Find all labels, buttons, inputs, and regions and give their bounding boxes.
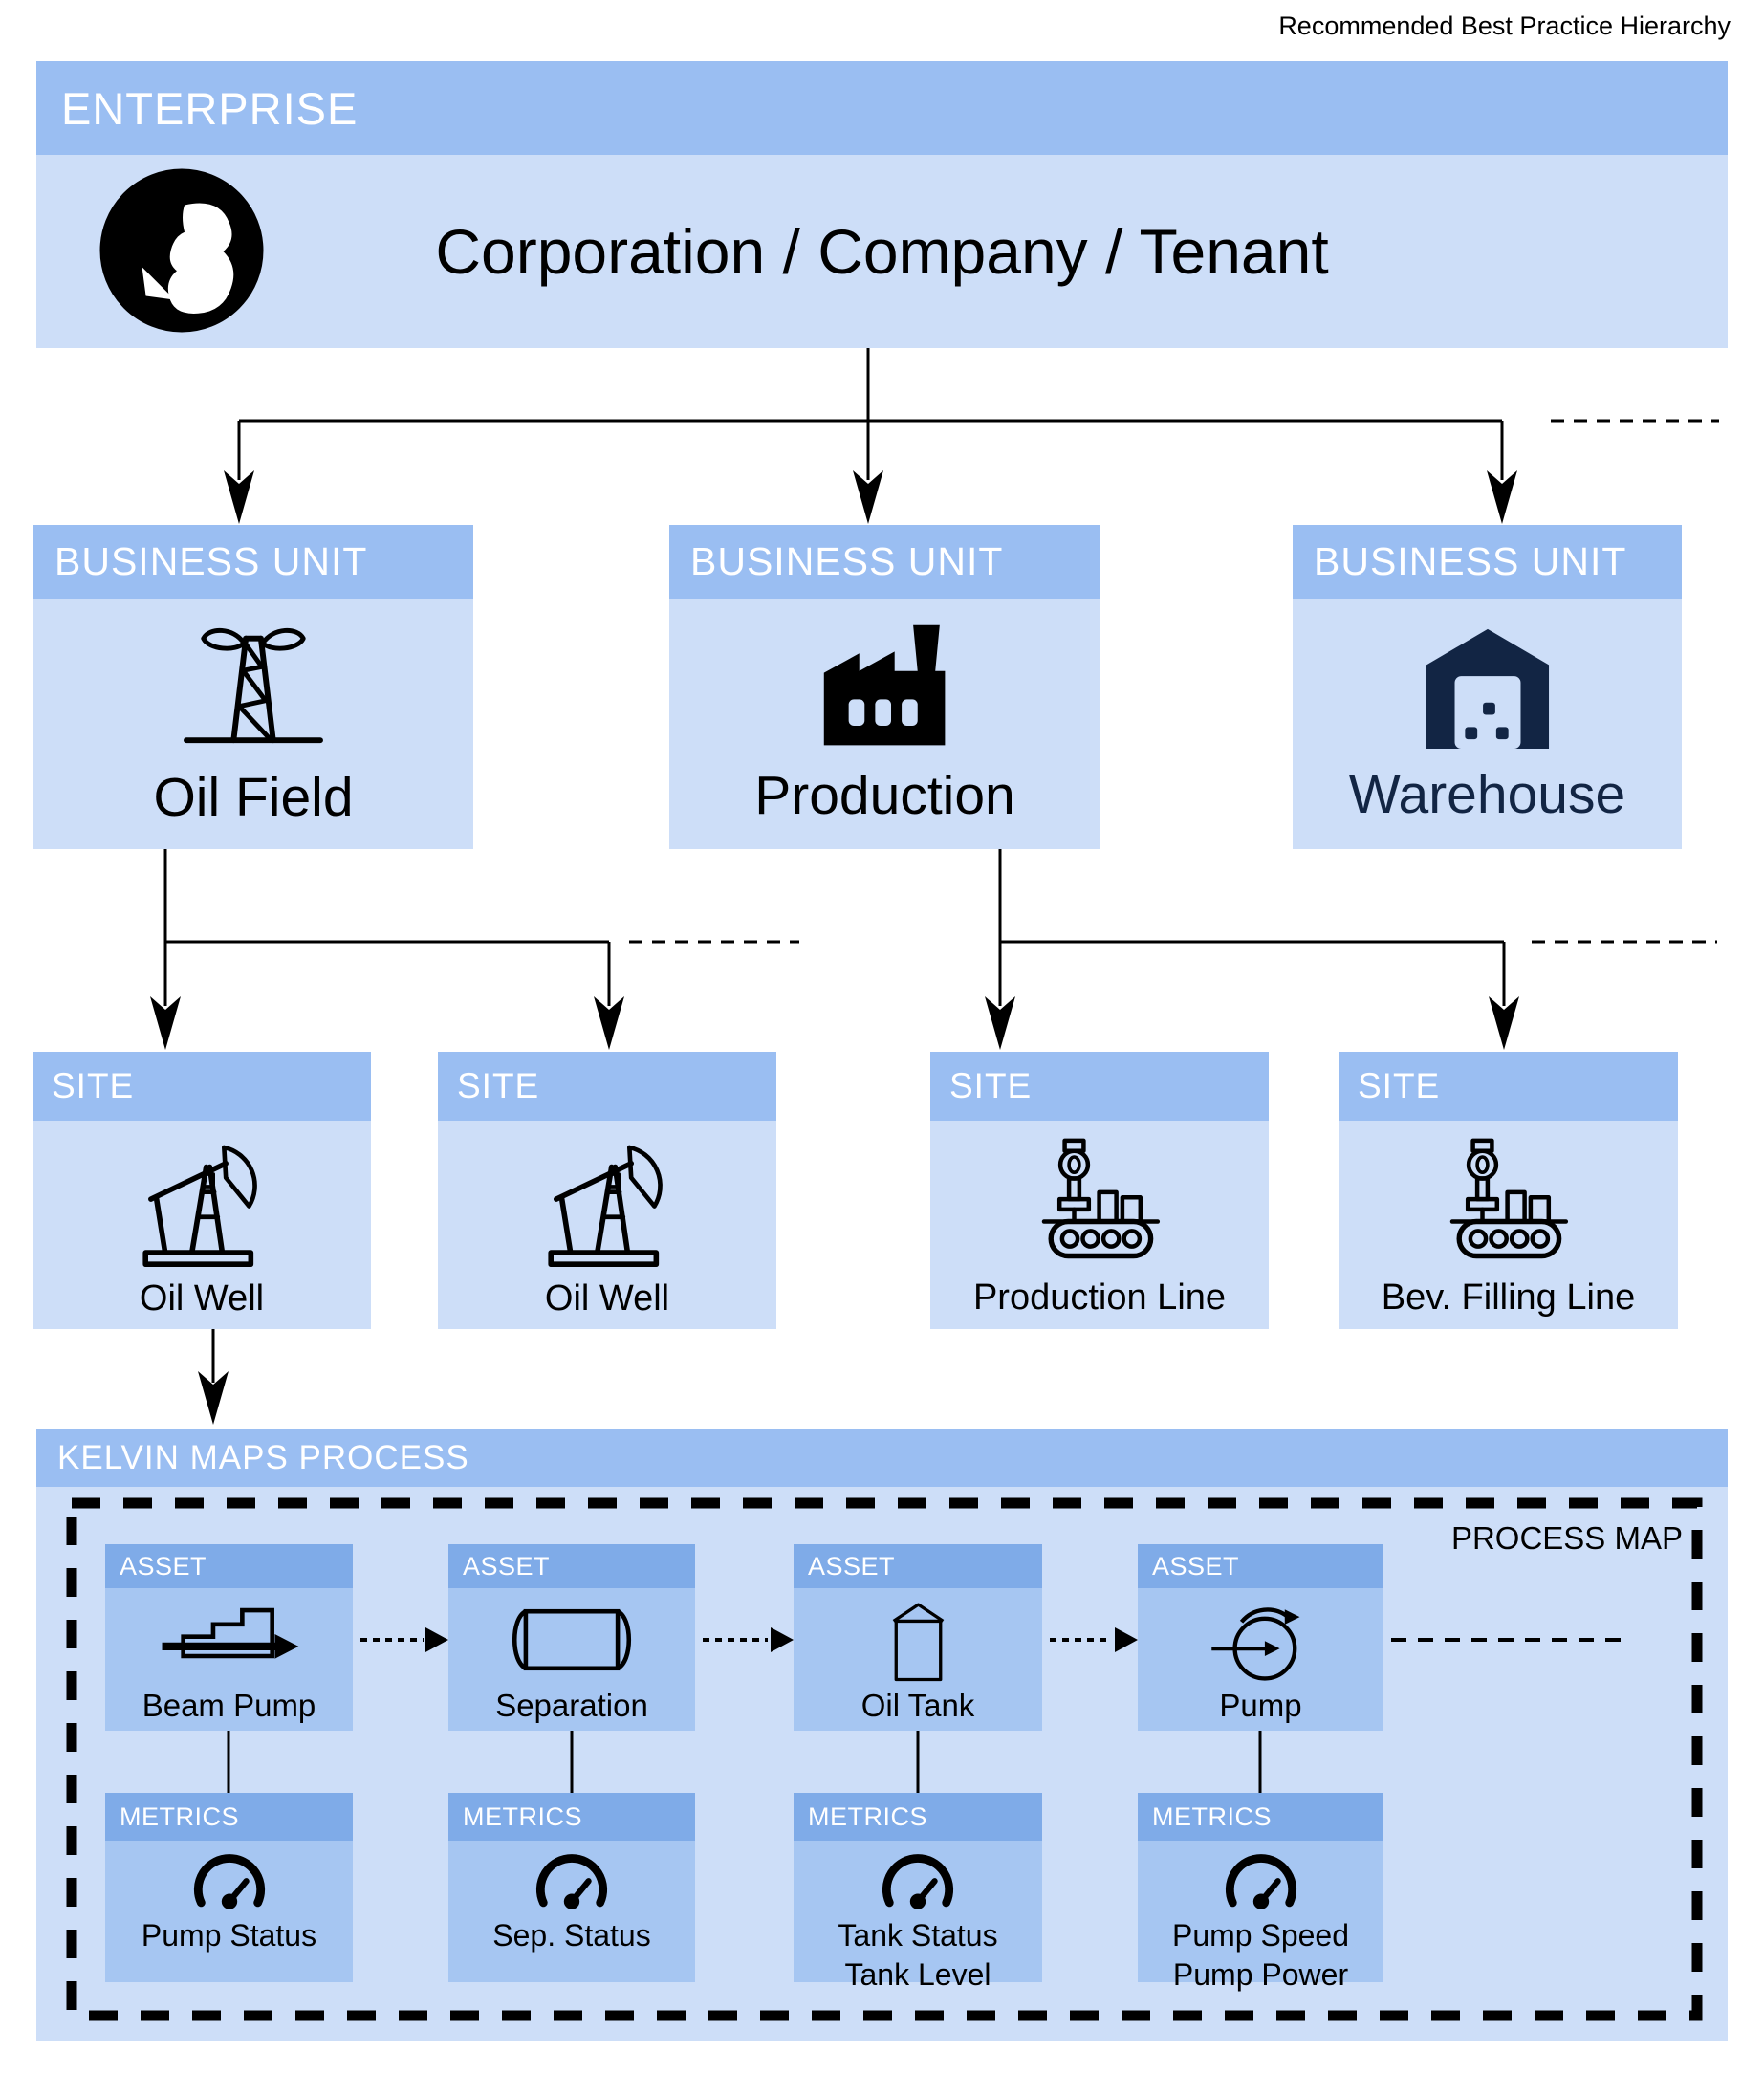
separator-icon: [504, 1596, 640, 1684]
metrics-header: METRICS: [1138, 1793, 1383, 1841]
metrics-box-pump-speed-power: METRICS Pump Speed Pump Power: [1138, 1793, 1383, 1992]
site-header: SITE: [33, 1052, 371, 1121]
metric-label: Pump Power: [1172, 1957, 1349, 1992]
site-header: SITE: [930, 1052, 1269, 1121]
site-header: SITE: [1339, 1052, 1678, 1121]
business-unit-label: Production: [754, 764, 1015, 826]
asset-label: Beam Pump: [142, 1687, 316, 1723]
metrics-header: METRICS: [105, 1793, 353, 1841]
factory-icon: [808, 622, 963, 754]
site-box-oil-well-2: SITE Oil Well: [438, 1052, 776, 1329]
asset-box-oil-tank: ASSET Oil Tank: [794, 1544, 1042, 1731]
robot-conveyor-icon: [1444, 1131, 1573, 1274]
business-unit-label: Oil Field: [153, 766, 354, 828]
metrics-box-sep-status: METRICS Sep. Status: [448, 1793, 695, 1982]
site-box-oil-well-1: SITE Oil Well: [33, 1052, 371, 1329]
asset-box-pump: ASSET Pump: [1138, 1544, 1383, 1731]
gauge-icon: [1219, 1848, 1303, 1916]
pumpjack-icon: [540, 1131, 674, 1275]
gauge-icon: [187, 1848, 272, 1916]
business-unit-box-production: BUSINESS UNIT Production: [669, 525, 1100, 849]
asset-box-beam-pump: ASSET Beam Pump: [105, 1544, 353, 1731]
asset-label: Oil Tank: [860, 1687, 975, 1723]
asset-label: Separation: [495, 1687, 648, 1723]
asset-header: ASSET: [105, 1544, 353, 1588]
asset-header: ASSET: [1138, 1544, 1383, 1588]
metric-label: Pump Status: [141, 1918, 317, 1953]
globe-icon: [99, 168, 264, 338]
business-unit-box-oil-field: BUSINESS UNIT Oil Field: [33, 525, 473, 849]
asset-label: Pump: [1219, 1687, 1302, 1723]
transmission-tower-icon: [173, 620, 334, 756]
page-title: Recommended Best Practice Hierarchy: [1278, 11, 1731, 40]
pumpjack-icon: [135, 1131, 269, 1275]
business-unit-header: BUSINESS UNIT: [1293, 525, 1682, 599]
enterprise-box: ENTERPRISE Corporation / Company / Tenan…: [36, 61, 1728, 348]
site-label: Bev. Filling Line: [1381, 1277, 1636, 1318]
enterprise-header: ENTERPRISE: [36, 61, 1728, 155]
business-unit-header: BUSINESS UNIT: [33, 525, 473, 599]
metric-label: Sep. Status: [492, 1918, 651, 1953]
metrics-box-pump-status: METRICS Pump Status: [105, 1793, 353, 1982]
gauge-icon: [530, 1848, 614, 1916]
metric-label: Tank Status: [838, 1918, 998, 1953]
business-unit-label: Warehouse: [1348, 764, 1626, 825]
site-label: Oil Well: [139, 1277, 265, 1319]
warehouse-icon: [1417, 622, 1558, 753]
business-unit-box-warehouse: BUSINESS UNIT Warehouse: [1293, 525, 1682, 849]
asset-header: ASSET: [448, 1544, 695, 1588]
metric-label: Tank Level: [844, 1957, 991, 1992]
metrics-header: METRICS: [448, 1793, 695, 1841]
process-map-label: PROCESS MAP: [1450, 1520, 1683, 1556]
metrics-box-tank-status-level: METRICS Tank Status Tank Level: [794, 1793, 1042, 1992]
beam-pump-icon: [157, 1596, 302, 1684]
enterprise-label: Corporation / Company / Tenant: [435, 216, 1329, 287]
asset-box-separation: ASSET Separation: [448, 1544, 695, 1731]
metrics-header: METRICS: [794, 1793, 1042, 1841]
site-box-production-line: SITE: [930, 1052, 1269, 1329]
robot-conveyor-icon: [1035, 1131, 1165, 1274]
site-header: SITE: [438, 1052, 776, 1121]
gauge-icon: [876, 1848, 960, 1916]
kelvin-process-header: KELVIN MAPS PROCESS: [36, 1429, 1728, 1487]
site-label: Production Line: [972, 1277, 1227, 1318]
pump-icon: [1205, 1596, 1318, 1684]
metric-label: Pump Speed: [1171, 1918, 1349, 1953]
business-unit-header: BUSINESS UNIT: [669, 525, 1100, 599]
site-label: Oil Well: [544, 1277, 670, 1319]
site-box-bev-filling-line: SITE: [1339, 1052, 1678, 1329]
asset-header: ASSET: [794, 1544, 1042, 1588]
oil-tank-icon: [883, 1596, 953, 1684]
